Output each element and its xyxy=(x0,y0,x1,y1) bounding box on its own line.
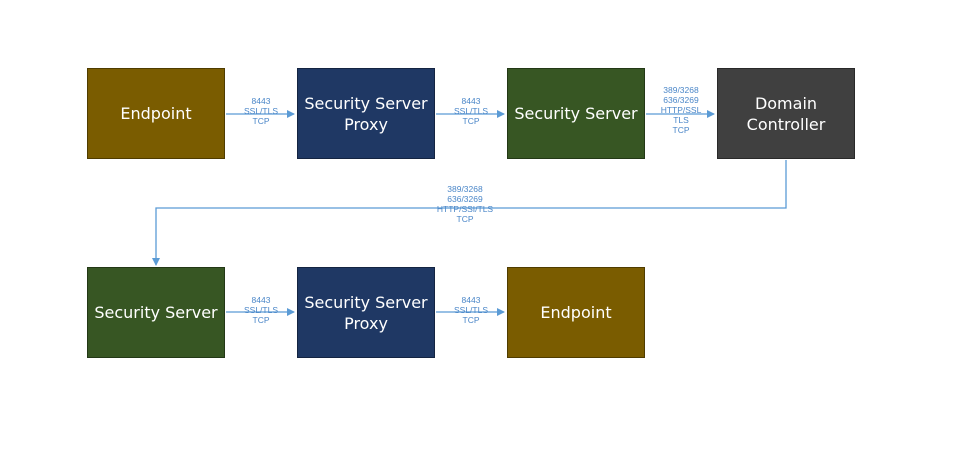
endpoint-node-label: Endpoint xyxy=(120,104,192,123)
domain-controller-node-label: Domain Controller xyxy=(746,93,826,134)
security-server-node: Security Server xyxy=(507,68,645,159)
edge-label-domain-controller-security-server: 389/3268 636/3269 HTTP/SSI/TLS TCP xyxy=(436,184,494,224)
security-server-node-label: Security Server xyxy=(514,104,638,123)
edge-label-proxy-security-server: 8443 SSL/TLS TCP xyxy=(453,96,489,126)
endpoint-node-2-label: Endpoint xyxy=(540,303,612,322)
security-server-proxy-node-2-label: Security Server Proxy xyxy=(304,292,428,333)
endpoint-node-2: Endpoint xyxy=(507,267,645,358)
edge-label-endpoint-proxy: 8443 SSL/TLS TCP xyxy=(243,96,279,126)
edge-label-security-server-proxy-2: 8443 SSL/TLS TCP xyxy=(243,295,279,325)
connector-domain-controller-to-security-server xyxy=(152,160,787,266)
security-server-node-2-label: Security Server xyxy=(94,303,218,322)
security-server-node-2: Security Server xyxy=(87,267,225,358)
security-server-proxy-node-2: Security Server Proxy xyxy=(297,267,435,358)
edge-label-security-server-domain-controller: 389/3268 636/3269 HTTP/SSL TLS TCP xyxy=(660,85,702,135)
edge-label-proxy-endpoint-2: 8443 SSL/TLS TCP xyxy=(453,295,489,325)
security-server-proxy-node-label: Security Server Proxy xyxy=(304,93,428,134)
endpoint-node: Endpoint xyxy=(87,68,225,159)
domain-controller-node: Domain Controller xyxy=(717,68,855,159)
security-server-proxy-node: Security Server Proxy xyxy=(297,68,435,159)
